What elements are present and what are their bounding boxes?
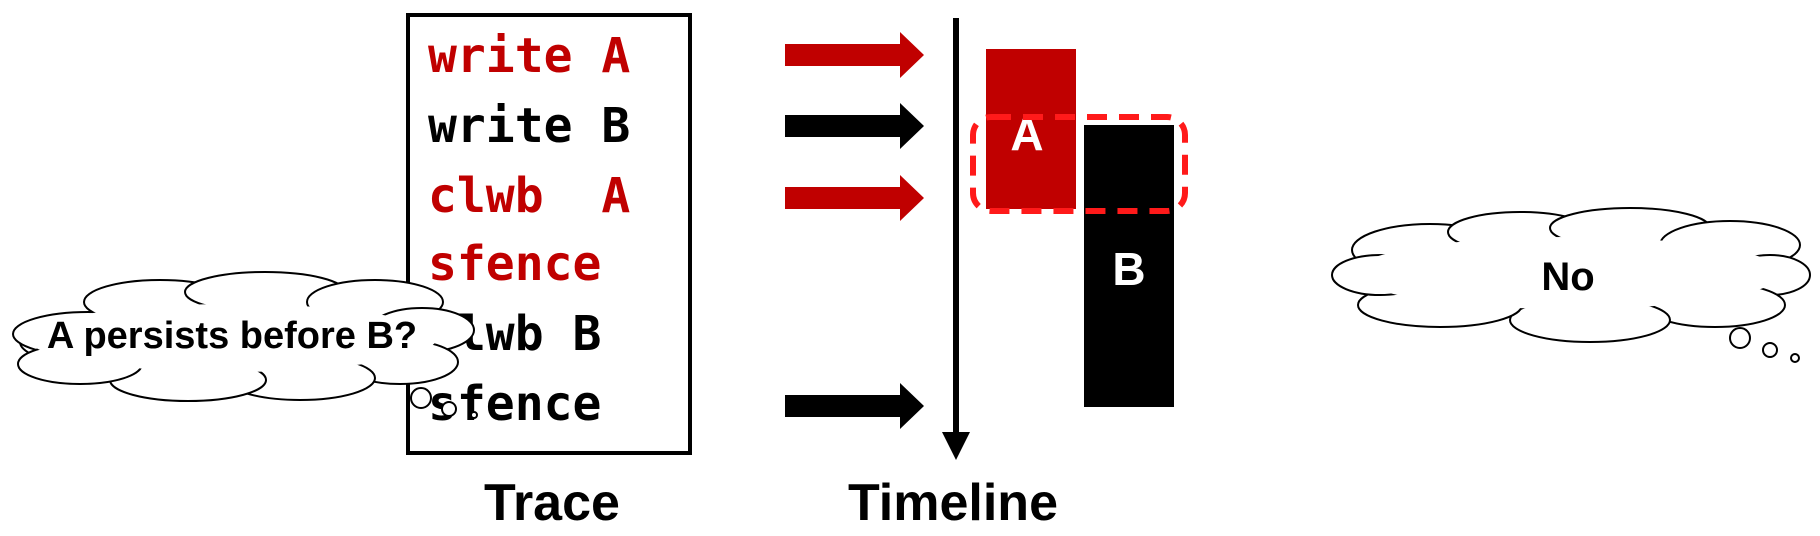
trace-box (406, 13, 692, 455)
question-text: A persists before B? (47, 315, 417, 357)
block-b-label: B (1112, 243, 1145, 295)
trace-line-1: write A (428, 28, 630, 84)
trace-line-2: write B (428, 98, 630, 154)
block-a (986, 49, 1076, 209)
trace-label: Trace (484, 474, 620, 532)
answer-text: No (1541, 255, 1594, 299)
trace-line-3: clwb A (428, 168, 630, 224)
overlap-highlight (970, 114, 1188, 214)
trace-line-6: sfence (428, 376, 601, 432)
answer-cloud (1331, 207, 1811, 363)
arrow-sfence (785, 383, 924, 429)
arrow-write-b (785, 103, 924, 149)
trace-line-4: sfence (428, 236, 601, 292)
timeline-axis (942, 18, 970, 460)
question-cloud (12, 271, 478, 419)
block-b (1084, 125, 1174, 407)
arrow-write-a (785, 32, 924, 78)
timeline-label: Timeline (848, 474, 1058, 532)
arrow-clwb-a (785, 175, 924, 221)
